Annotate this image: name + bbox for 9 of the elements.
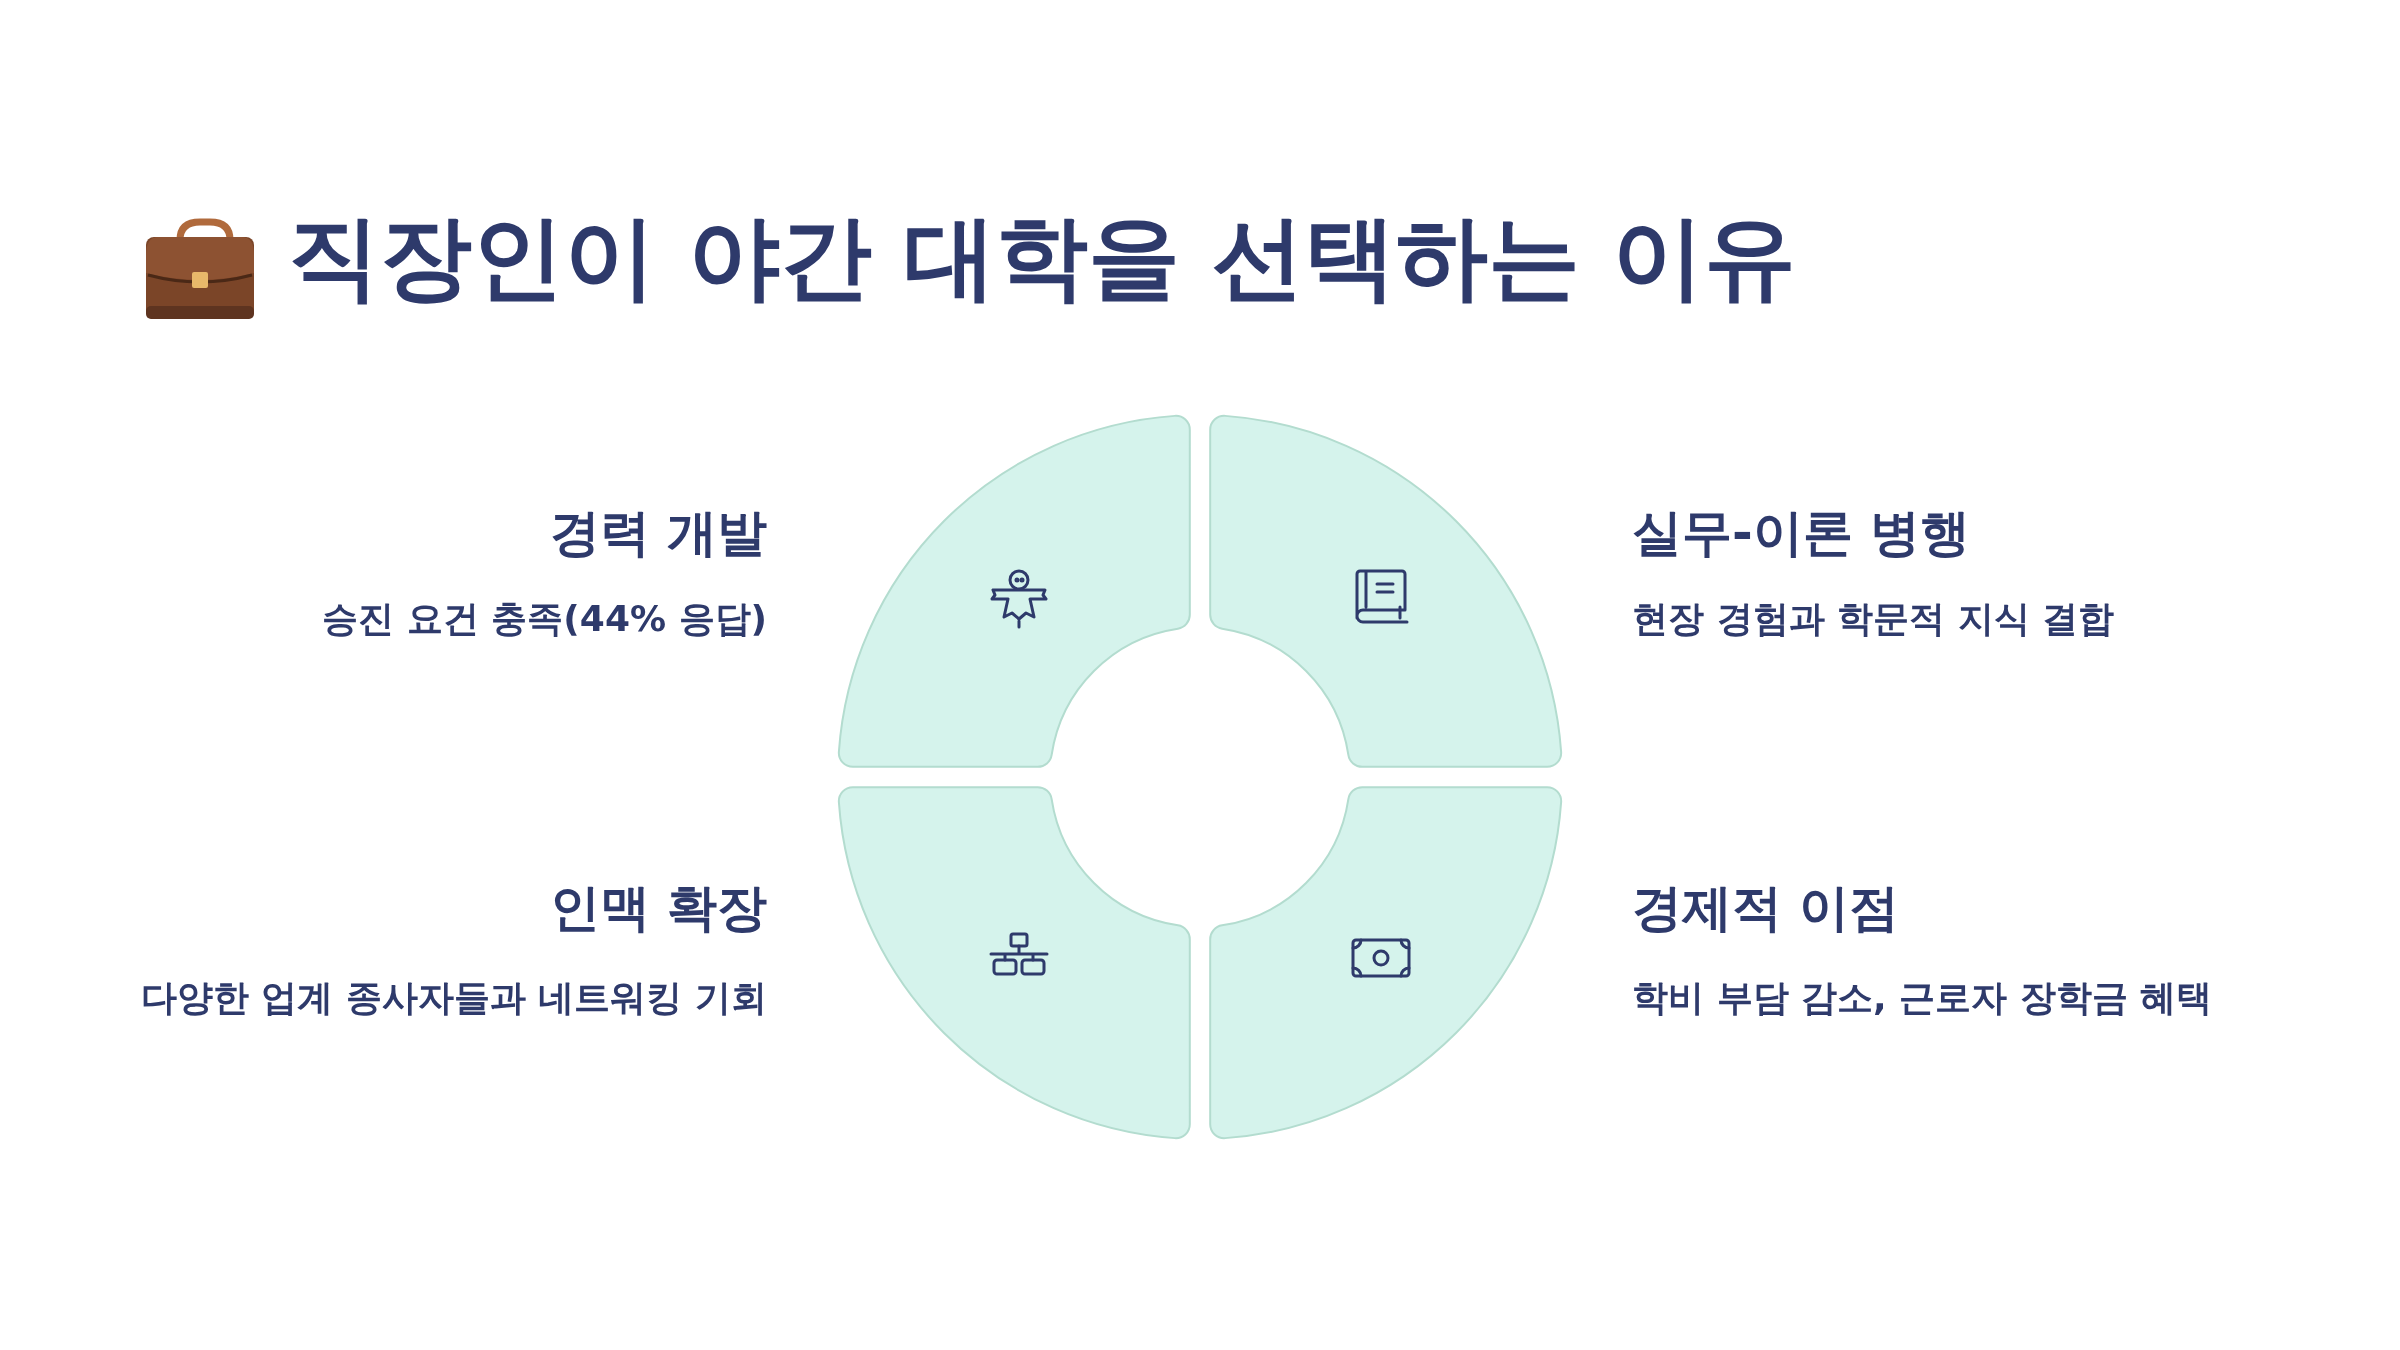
description: 학비 부담 감소, 근로자 장학금 혜택 <box>1632 976 2213 1020</box>
description: 다양한 업계 종사자들과 네트워킹 기회 <box>140 976 767 1020</box>
heading: 실무-이론 병행 <box>1632 503 1971 564</box>
description: 현장 경험과 학문적 지식 결합 <box>1632 597 2115 641</box>
title: 직장인이 야간 대학을 선택하는 이유 <box>288 212 1797 304</box>
description: 승진 요건 충족(44% 응답) <box>322 597 767 641</box>
heading: 경력 개발 <box>549 503 767 564</box>
heading: 인맥 확장 <box>549 878 767 939</box>
heading: 경제적 이점 <box>1632 878 1900 939</box>
